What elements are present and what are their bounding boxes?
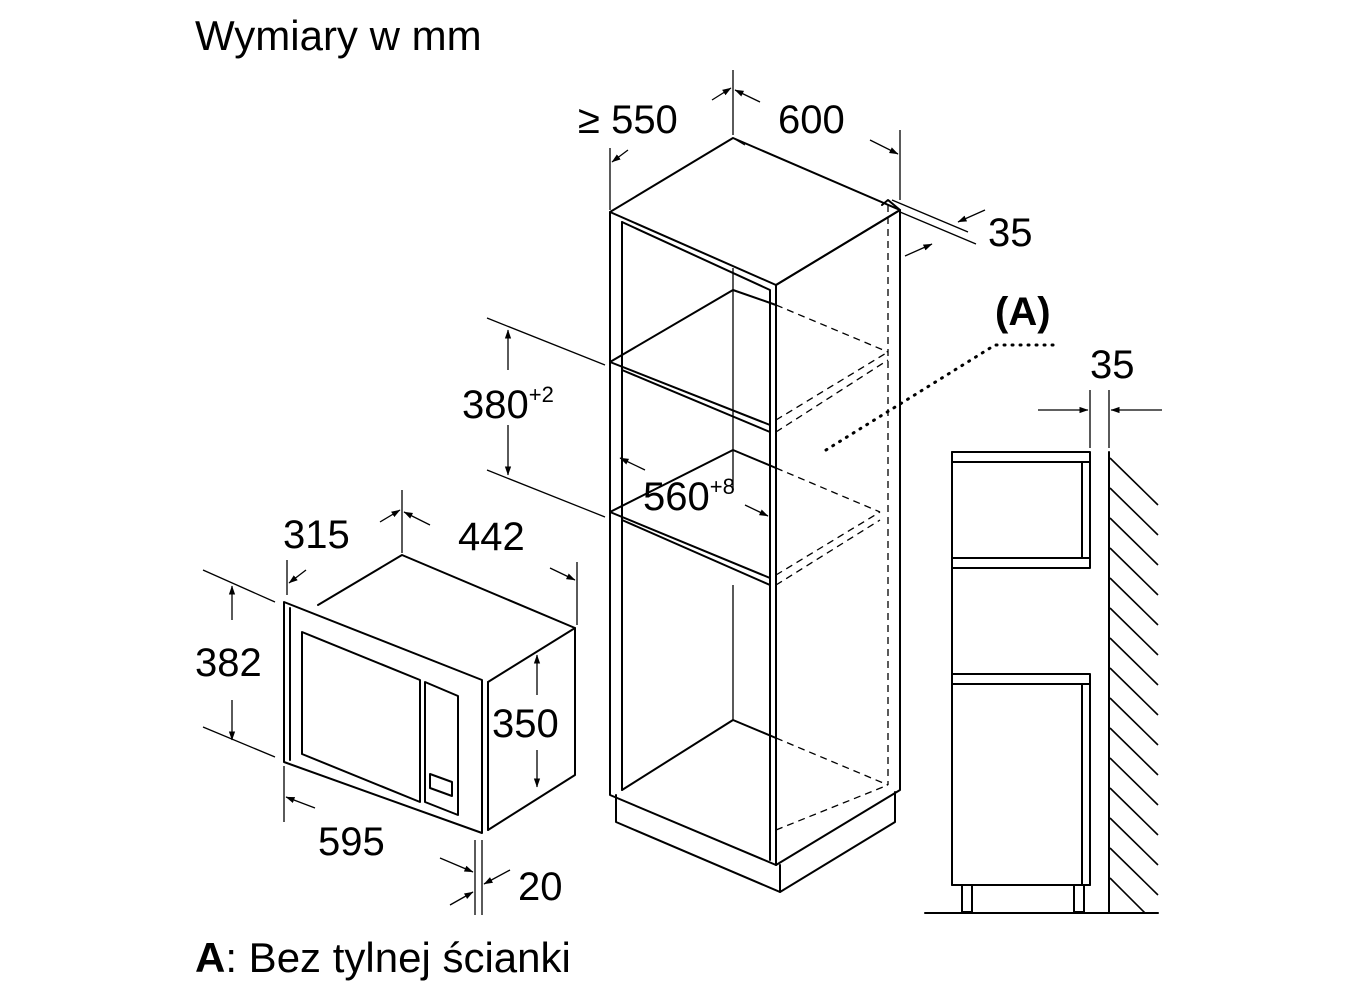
niche-height-label: 380+2	[462, 382, 554, 427]
diagram-title: Wymiary w mm	[195, 12, 482, 59]
cabinet-depth-dimension: ≥ 550	[578, 70, 734, 210]
detail-marker-label: (A)	[995, 290, 1051, 334]
footnote-text: : Bez tylnej ścianki	[225, 934, 570, 981]
microwave-depth-dimension: 315	[283, 490, 403, 595]
microwave-frame-width-label: 595	[318, 820, 385, 864]
microwave-height-label: 382	[195, 641, 262, 685]
microwave-width-dimension: 442	[403, 511, 578, 625]
cabinet-width-dimension: 600	[734, 89, 901, 200]
niche-height-dimension: 380+2	[462, 317, 606, 518]
footnote: A: Bez tylnej ścianki	[195, 934, 571, 981]
cabinet-drawing	[609, 137, 901, 893]
cabinet-back-gap-dimension: 35	[891, 199, 1033, 257]
detail-gap-label: 35	[1090, 343, 1135, 387]
cabinet-depth-label: ≥ 550	[578, 98, 678, 142]
wall-hatch	[1109, 457, 1159, 914]
detail-gap-dimension: 35	[1038, 343, 1162, 448]
microwave-frame-depth-label: 20	[518, 865, 563, 909]
niche-width-tolerance: +8	[710, 474, 735, 499]
microwave-depth-label: 315	[283, 513, 350, 557]
microwave-body-height-dimension: 350	[492, 654, 559, 788]
footnote-key: A	[195, 934, 225, 981]
microwave-frame-depth-dimension: 20	[449, 865, 563, 909]
niche-width-value: 560	[643, 475, 710, 519]
cabinet-width-label: 600	[778, 98, 845, 142]
niche-width-label: 560+8	[643, 474, 735, 519]
niche-height-value: 380	[462, 383, 529, 427]
niche-width-dimension: 560+8	[619, 457, 769, 519]
detail-side-view	[924, 451, 1159, 914]
microwave-height-dimension: 382	[195, 569, 276, 758]
microwave-drawing	[283, 554, 576, 834]
microwave-frame-width-dimension: 595	[283, 766, 483, 915]
cabinet-back-gap-label: 35	[988, 211, 1033, 255]
detail-marker: (A)	[824, 290, 1062, 452]
niche-height-tolerance: +2	[529, 382, 554, 407]
microwave-width-label: 442	[458, 515, 525, 559]
microwave-body-height-label: 350	[492, 702, 559, 746]
